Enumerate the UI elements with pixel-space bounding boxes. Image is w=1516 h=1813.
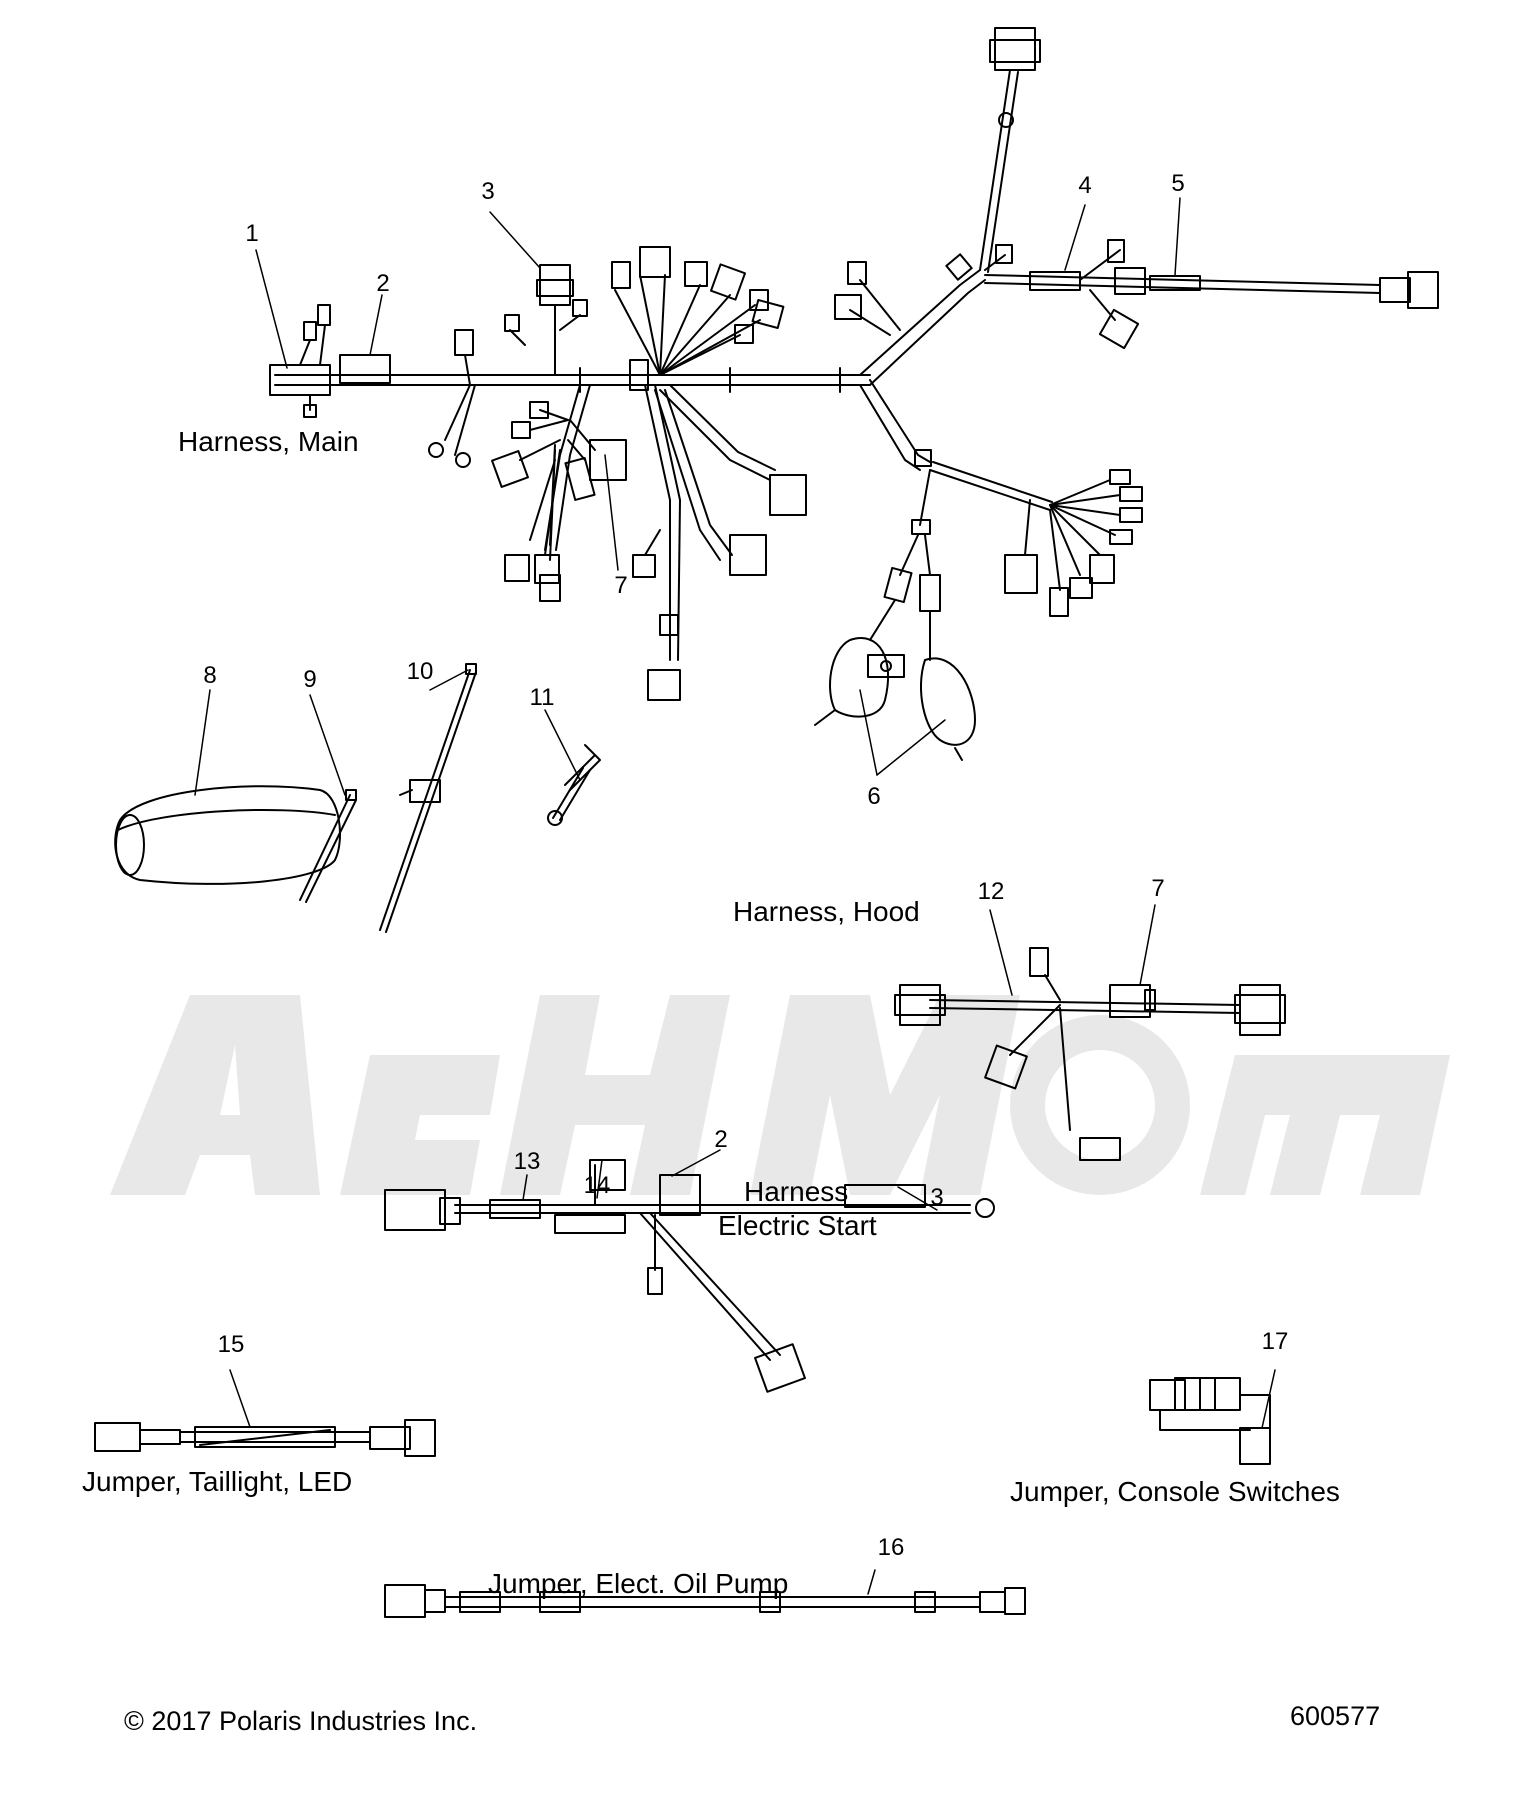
jumper-oil-pump bbox=[384, 1584, 1026, 1618]
callout-8: 8 bbox=[203, 662, 217, 689]
callout-2: 2 bbox=[376, 270, 390, 297]
callout-7: 7 bbox=[614, 572, 628, 599]
leader-lines bbox=[194, 197, 1276, 1595]
electric-start-harness bbox=[384, 1159, 995, 1393]
callout-3-start: 3 bbox=[930, 1184, 944, 1211]
item-8-grommet bbox=[114, 785, 341, 885]
callout-7-hood: 7 bbox=[1151, 875, 1165, 902]
callout-4: 4 bbox=[1078, 172, 1092, 199]
figure-id: 600577 bbox=[1290, 1701, 1381, 1731]
callout-14: 14 bbox=[583, 1172, 611, 1199]
label-harness-electric-start-line2: Electric Start bbox=[718, 1210, 877, 1241]
callout-9: 9 bbox=[303, 666, 317, 693]
label-jumper-oil-pump: Jumper, Elect. Oil Pump bbox=[488, 1568, 789, 1599]
callout-12: 12 bbox=[977, 878, 1005, 905]
callout-16: 16 bbox=[877, 1534, 905, 1561]
callout-5: 5 bbox=[1171, 170, 1185, 197]
label-jumper-taillight: Jumper, Taillight, LED bbox=[82, 1466, 353, 1497]
callout-10: 10 bbox=[406, 658, 434, 685]
callout-11: 11 bbox=[529, 684, 555, 711]
label-harness-main: Harness, Main bbox=[178, 426, 359, 457]
hood-harness bbox=[894, 947, 1286, 1161]
main-harness-trunk bbox=[269, 27, 1439, 761]
callout-13: 13 bbox=[513, 1148, 541, 1175]
item-11-push-clip bbox=[547, 744, 601, 826]
label-harness-electric-start-line1: Harness bbox=[744, 1176, 849, 1207]
label-harness-hood: Harness, Hood bbox=[733, 896, 920, 927]
callout-15: 15 bbox=[217, 1331, 245, 1358]
callout-3: 3 bbox=[481, 178, 495, 205]
callout-1: 1 bbox=[245, 220, 259, 247]
label-jumper-console: Jumper, Console Switches bbox=[1010, 1476, 1340, 1507]
callout-2-start: 2 bbox=[714, 1126, 728, 1153]
item-9-cable-tie bbox=[299, 789, 357, 903]
copyright-text: © 2017 Polaris Industries Inc. bbox=[124, 1706, 478, 1736]
jumper-console bbox=[1149, 1377, 1271, 1465]
item-10-cable-tie-clip bbox=[379, 663, 477, 933]
callout-17: 17 bbox=[1261, 1328, 1289, 1355]
jumper-taillight bbox=[94, 1419, 436, 1457]
callout-6: 6 bbox=[867, 783, 881, 810]
